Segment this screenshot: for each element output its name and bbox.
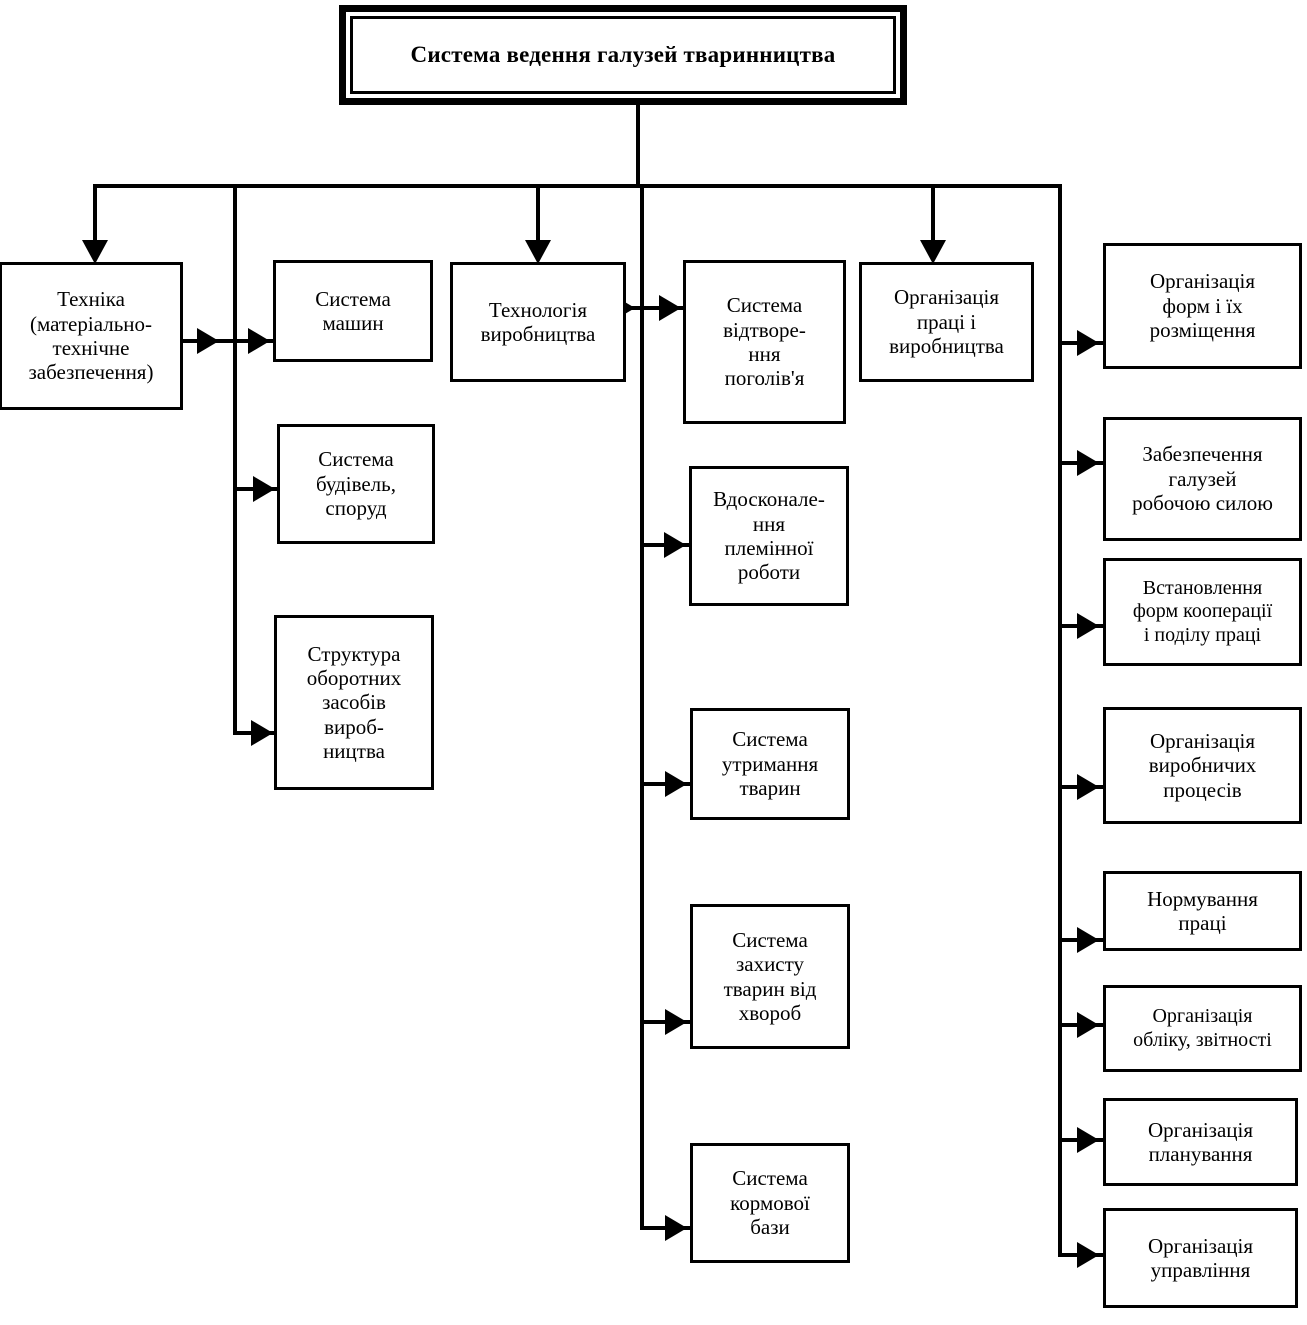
- technology-spine-line: [640, 184, 644, 1230]
- node-labour-organization[interactable]: Організація праці і виробництва: [859, 262, 1034, 382]
- arrow-to-animal-keeping: [665, 771, 687, 797]
- technology-out-line: [626, 306, 648, 310]
- labour-spine-line: [1058, 184, 1062, 1257]
- distribution-bus-line: [93, 184, 1062, 188]
- node-production-processes[interactable]: Організація виробничих процесів: [1103, 707, 1302, 824]
- arrow-to-cooperation-forms: [1077, 613, 1099, 639]
- trunk-vertical-line: [636, 105, 640, 187]
- diagram-title-box: Система ведення галузей тваринництва: [339, 5, 907, 105]
- arrow-down-to-labour-organization: [920, 240, 946, 264]
- node-disease-protection[interactable]: Система захисту тварин від хвороб: [690, 904, 850, 1049]
- node-technology[interactable]: Технологія виробництва: [450, 262, 626, 382]
- arrow-to-labour-supply: [1077, 450, 1099, 476]
- arrow-down-to-technology: [525, 240, 551, 264]
- arrow-to-disease-protection: [665, 1009, 687, 1035]
- bus-left-drop: [93, 184, 97, 246]
- node-forms-placement[interactable]: Організація форм і їх розміщення: [1103, 243, 1302, 369]
- arrow-technique-out: [197, 328, 219, 354]
- arrow-to-breeding-work: [664, 532, 686, 558]
- node-animal-keeping[interactable]: Система утримання тварин: [690, 708, 850, 820]
- arrow-to-machines: [248, 328, 270, 354]
- node-buildings[interactable]: Система будівель, споруд: [277, 424, 435, 544]
- node-feed-base[interactable]: Система кормової бази: [690, 1143, 850, 1263]
- arrow-to-accounting: [1077, 1012, 1099, 1038]
- arrow-to-working-capital: [251, 720, 273, 746]
- arrow-to-feed-base: [665, 1215, 687, 1241]
- bus-right-drop: [931, 184, 935, 246]
- arrow-to-management: [1077, 1242, 1099, 1268]
- arrow-to-planning: [1077, 1127, 1099, 1153]
- bus-mid-drop: [536, 184, 540, 246]
- arrow-to-herd-reproduction: [659, 295, 681, 321]
- arrow-to-labour-rationing: [1077, 927, 1099, 953]
- node-herd-reproduction[interactable]: Система відтворе- ння поголів'я: [683, 260, 846, 424]
- arrow-down-to-technique: [82, 240, 108, 264]
- diagram-title-text: Система ведення галузей тваринництва: [350, 16, 896, 94]
- node-working-capital[interactable]: Структура оборотних засобів вироб- ництв…: [274, 615, 434, 790]
- node-machines[interactable]: Система машин: [273, 260, 433, 362]
- node-cooperation-forms[interactable]: Встановлення форм кооперації і поділу пр…: [1103, 558, 1302, 666]
- arrow-to-buildings: [253, 476, 275, 502]
- node-labour-supply[interactable]: Забезпечення галузей робочою силою: [1103, 417, 1302, 541]
- technique-spine-line: [233, 184, 237, 735]
- arrow-to-forms-placement: [1077, 330, 1099, 356]
- node-breeding-work[interactable]: Вдосконале- ння племінної роботи: [689, 466, 849, 606]
- node-planning[interactable]: Організація планування: [1103, 1098, 1298, 1186]
- node-accounting[interactable]: Організація обліку, звітності: [1103, 985, 1302, 1072]
- node-labour-rationing[interactable]: Нормування праці: [1103, 871, 1302, 951]
- node-technique[interactable]: Техніка (матеріально- технічне забезпече…: [0, 262, 183, 410]
- node-management[interactable]: Організація управління: [1103, 1208, 1298, 1308]
- arrow-to-production-processes: [1077, 774, 1099, 800]
